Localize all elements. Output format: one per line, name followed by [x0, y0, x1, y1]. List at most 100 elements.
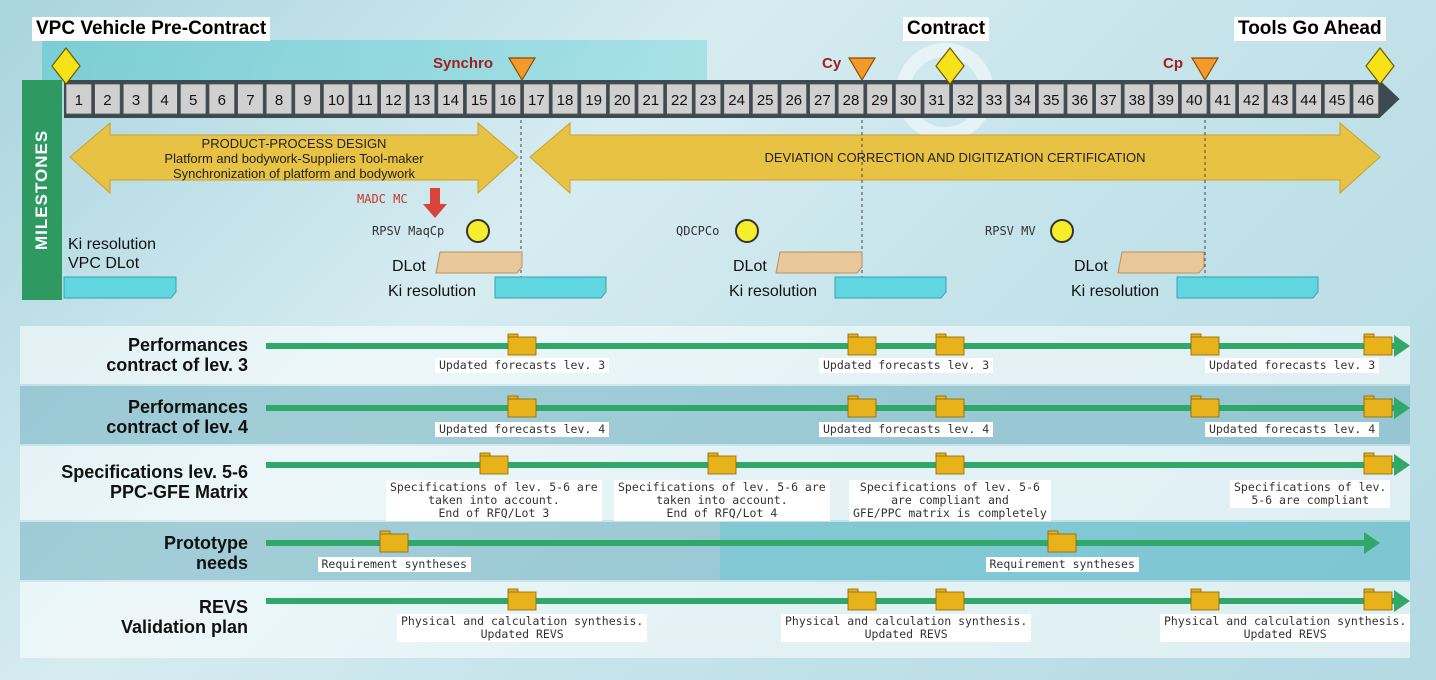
folder-icon — [1363, 591, 1393, 611]
week-number: 22 — [671, 92, 688, 109]
week-cell — [151, 83, 178, 115]
lane-milestone-label: Requirement syntheses — [985, 557, 1139, 572]
design-phase-arrow — [69, 121, 519, 195]
week-cell — [780, 83, 808, 115]
lane-line — [266, 462, 1396, 468]
madc-down-arrow — [423, 188, 447, 218]
folder-icon — [1190, 591, 1220, 611]
lane-arrowhead — [1364, 532, 1380, 554]
lane-line — [266, 343, 1396, 349]
folder-icon — [1363, 398, 1393, 418]
week-number: 13 — [414, 92, 431, 109]
cy-label: Cy — [822, 55, 842, 72]
dlot-label-1: DLot — [392, 258, 426, 275]
lane-line — [266, 405, 1396, 411]
rpsv-maqcp-label: RPSV MaqCp — [372, 224, 445, 238]
week-number: 43 — [1272, 92, 1289, 109]
week-cell — [1238, 83, 1265, 115]
week-number: 2 — [103, 92, 111, 109]
week-number: 28 — [843, 92, 860, 109]
lane-line — [266, 598, 1396, 604]
lane-arrowhead — [1394, 454, 1410, 476]
week-number: 23 — [700, 92, 717, 109]
folder-icon — [1363, 336, 1393, 356]
design-phase-text: PRODUCT-PROCESS DESIGN Platform and body… — [110, 136, 478, 181]
week-cell — [265, 83, 293, 115]
lane-band-2 — [20, 386, 1410, 444]
week-number: 6 — [218, 92, 226, 109]
week-number: 20 — [614, 92, 631, 109]
lane-arrowhead — [1394, 590, 1410, 612]
week-number: 16 — [499, 92, 516, 109]
week-number: 1 — [75, 92, 83, 109]
week-cell — [1295, 83, 1322, 115]
week-cell — [609, 83, 636, 115]
lane-arrowhead — [1394, 397, 1410, 419]
cp-triangle — [1190, 57, 1220, 82]
vpc-dlot-label: VPC DLot — [68, 255, 140, 272]
folder-icon — [1047, 533, 1077, 553]
madc-mc-label: MADC MC — [357, 192, 408, 206]
week-cell — [1324, 83, 1351, 115]
lane-milestone-label: Physical and calculation synthesis.Updat… — [1160, 614, 1411, 642]
week-number: 11 — [357, 92, 373, 109]
week-cell — [408, 83, 436, 115]
lane-milestone-label: Updated forecasts lev. 3 — [435, 358, 610, 373]
week-number: 19 — [585, 92, 602, 109]
lane4-title: Prototype needs — [8, 533, 248, 573]
rpsv-mv-circle — [1050, 219, 1074, 243]
week-number: 24 — [728, 92, 745, 109]
lane-arrowhead — [1394, 335, 1410, 357]
synchro-triangle — [507, 57, 537, 82]
week-number: 3 — [132, 92, 140, 109]
week-number: 46 — [1357, 92, 1374, 109]
vpc-label: VPC Vehicle Pre-Contract — [32, 17, 271, 41]
qdcpco-circle — [735, 219, 759, 243]
folder-icon — [935, 398, 965, 418]
lane-milestone-label: Requirement syntheses — [317, 557, 471, 572]
week-cell — [895, 83, 922, 115]
week-cell — [351, 83, 379, 115]
lane-milestone-label: Specifications of lev.5-6 are compliant — [1230, 480, 1391, 508]
week-cell — [1095, 83, 1122, 115]
week-number: 39 — [1157, 92, 1174, 109]
week-number: 8 — [275, 92, 283, 109]
lane1-title: Performances contract of lev. 3 — [8, 335, 248, 375]
week-number: 15 — [471, 92, 488, 109]
week-number: 18 — [557, 92, 574, 109]
synchro-label: Synchro — [433, 55, 494, 72]
lane-timelines — [266, 333, 1410, 612]
week-cell — [1266, 83, 1294, 115]
week-number: 45 — [1329, 92, 1346, 109]
folder-icon — [379, 533, 409, 553]
week-number: 7 — [246, 92, 254, 109]
week-cell — [752, 83, 779, 115]
ki-resolution-vpc-label: Ki resolution — [68, 236, 157, 253]
folder-icon — [707, 455, 737, 475]
week-cell — [1066, 83, 1094, 115]
lane3-title: Specifications lev. 5-6 PPC-GFE Matrix — [8, 462, 248, 502]
week-cell — [809, 83, 836, 115]
lane1-title-line1: Performances — [127, 335, 248, 355]
folder-icon — [935, 455, 965, 475]
week-cell — [1038, 83, 1065, 115]
dlot-ki-shapes — [63, 251, 1319, 299]
week-cell — [723, 83, 750, 115]
week-cell — [1152, 83, 1179, 115]
week-cell — [322, 83, 350, 115]
lane3-title-line1: Specifications lev. 5-6 — [61, 462, 248, 482]
contract-label: Contract — [903, 17, 990, 41]
lane2-title: Performances contract of lev. 4 — [8, 397, 248, 437]
lane1-title-line2: contract of lev. 3 — [106, 355, 248, 375]
ki-resolution-label-3: Ki resolution — [1071, 283, 1160, 300]
week-cell — [179, 83, 207, 115]
week-cell — [694, 83, 722, 115]
week-number: 9 — [303, 92, 311, 109]
week-number: 42 — [1243, 92, 1260, 109]
rpsv-maqcp-circle — [466, 219, 490, 243]
qdcpco-label: QDCPCo — [676, 224, 720, 238]
week-cell — [465, 83, 493, 115]
week-number: 44 — [1300, 92, 1317, 109]
